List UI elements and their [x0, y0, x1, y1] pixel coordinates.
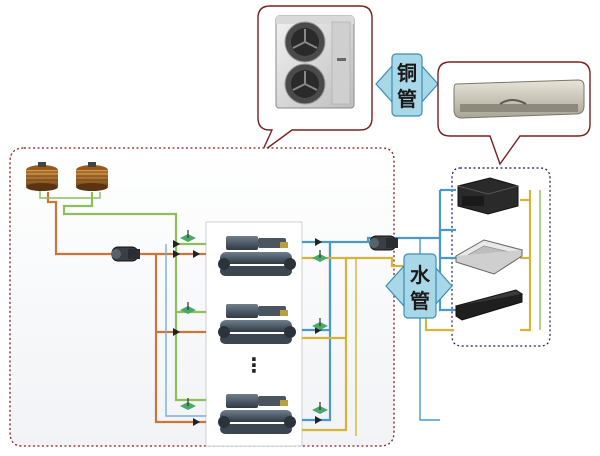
valve-icon [312, 318, 328, 330]
water-pipe-arrow: 水 管 [385, 253, 453, 319]
valve-icon [312, 250, 328, 262]
floor-concealed-fan-coil-icon [455, 289, 524, 321]
water-cooled-chiller-icon [218, 304, 296, 344]
valve-icon [312, 402, 328, 414]
copper-pipe-label-bottom: 管 [397, 87, 417, 111]
outdoor-unit-icon [275, 15, 355, 109]
water-cooled-chiller-icon [218, 394, 296, 434]
flow-arrows [173, 238, 322, 426]
water-cooled-chiller-icon [218, 236, 296, 276]
valve-icon [180, 302, 196, 314]
copper-pipe-arrow: 铜 管 [375, 53, 439, 117]
valve-icon [180, 398, 196, 410]
more-chillers-ellipsis: ⋮ [244, 353, 264, 377]
chiller-plant-boundary [9, 147, 395, 447]
cooling-tower-icon [76, 162, 108, 191]
valve-icon [180, 230, 196, 242]
water-pipe-label-bottom: 管 [410, 289, 430, 313]
wall-mounted-ac-icon [453, 79, 585, 119]
water-pump-icon [111, 246, 140, 262]
copper-pipe-label-top: 铜 [397, 61, 417, 85]
water-pipe-label-top: 水 [410, 263, 431, 287]
ceiling-cassette-icon [454, 239, 524, 275]
ducted-fan-coil-icon [457, 177, 519, 215]
water-pump-icon [369, 235, 398, 251]
valve-icons [180, 230, 328, 414]
terminal-units-boundary [451, 167, 551, 347]
cooling-tower-icon [26, 162, 58, 191]
